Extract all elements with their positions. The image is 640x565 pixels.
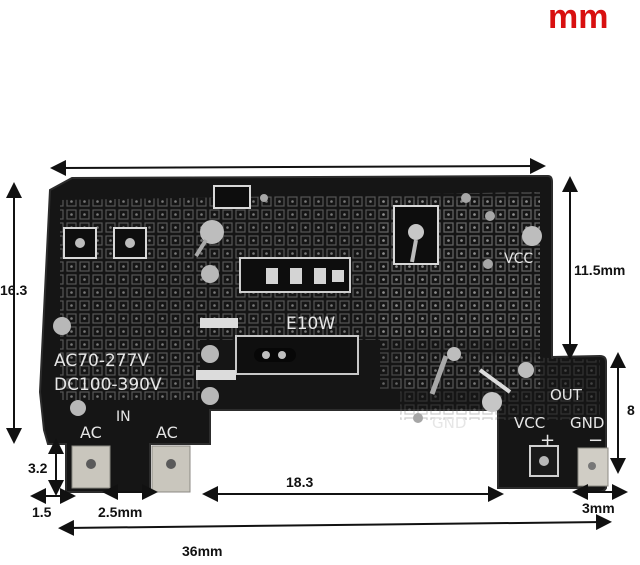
silk-vcc-top: VCC bbox=[504, 251, 533, 267]
terminal-pads bbox=[71, 445, 609, 493]
silk-out: OUT bbox=[550, 386, 583, 404]
dim-line-top bbox=[50, 158, 546, 176]
dim-label-height-right-bottom: 8 bbox=[627, 402, 635, 418]
silk-gnd-mid: GND bbox=[432, 414, 466, 432]
silk-minus: − bbox=[588, 430, 603, 451]
dim-label-height-right-top: 11.5mm bbox=[574, 262, 626, 278]
unit-title: mm bbox=[548, 0, 609, 36]
silk-input-dc: DC100-390V bbox=[54, 375, 162, 395]
dim-label-height-left: 16.3 bbox=[0, 282, 28, 298]
dim-label-pad-width: 2.5mm bbox=[98, 504, 143, 520]
solder-joint bbox=[408, 224, 424, 240]
silk-vcc-out: VCC bbox=[514, 414, 545, 432]
smd-square-2 bbox=[113, 227, 147, 259]
silk-ac-right: AC bbox=[156, 423, 178, 442]
dim-label-pad-offset: 1.5 bbox=[32, 504, 52, 520]
dim-label-pad-height: 3.2 bbox=[28, 460, 48, 476]
silk-plus: + bbox=[540, 430, 555, 451]
silk-input-ac: AC70-277V bbox=[54, 351, 149, 371]
silk-model: E10W bbox=[286, 314, 335, 334]
silk-in: IN bbox=[116, 409, 131, 425]
dimension-lines bbox=[6, 158, 628, 536]
dim-line-bottom bbox=[58, 514, 612, 536]
silkscreen: AC70-277V DC100-390V E10W IN AC AC GND V… bbox=[54, 251, 604, 451]
component-pads bbox=[53, 185, 542, 423]
pcb-board bbox=[38, 174, 607, 493]
dim-label-width-total: 36mm bbox=[182, 543, 223, 559]
ic-outline-top bbox=[213, 185, 251, 209]
dim-label-right-pad-offset: 3mm bbox=[582, 500, 615, 516]
silk-gnd-out: GND bbox=[570, 414, 604, 432]
dim-label-pad-gap: 18.3 bbox=[286, 474, 314, 490]
silk-ac-left: AC bbox=[80, 423, 102, 442]
